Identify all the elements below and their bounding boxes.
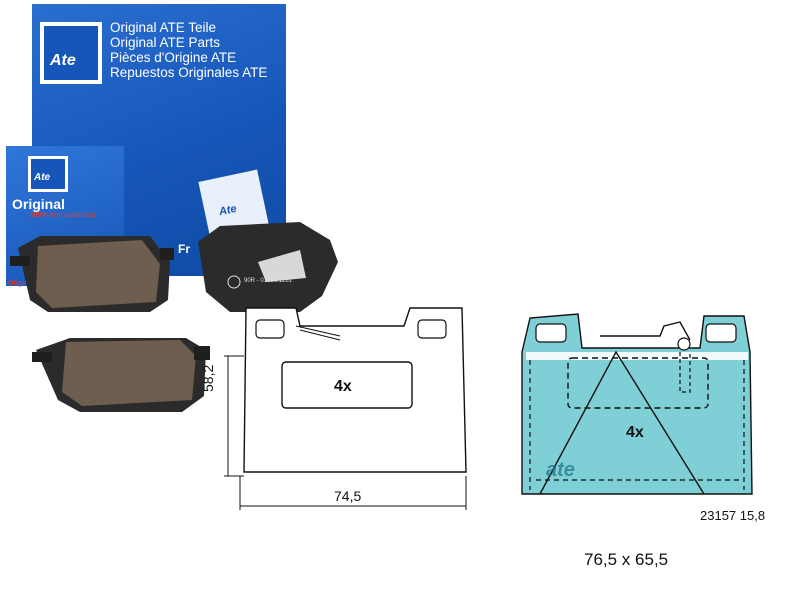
brake-pad-photo-2 <box>32 338 210 412</box>
part-number: 23157 <box>700 508 737 523</box>
front-label: Fr <box>178 242 190 256</box>
ate-logo-square: Ate <box>40 22 102 84</box>
ate-logo-text: Ate <box>50 52 76 69</box>
left-width-dim: 74,5 <box>334 488 362 504</box>
small-ate-logo: Ate <box>28 156 68 192</box>
box-line-2: Original ATE Parts <box>110 35 221 50</box>
pad-size: 76,5 x 65,5 <box>584 550 669 569</box>
box-line-4: Repuestos Originales ATE <box>110 65 268 80</box>
left-qty-label: 4x <box>334 378 352 395</box>
small-box-sub: 100% non asbestos <box>30 212 95 219</box>
small-ate-logo-text: Ate <box>34 172 51 183</box>
brake-pad-photo-3 <box>198 222 338 312</box>
right-qty-label: 4x <box>626 424 644 441</box>
brake-pad-photo-1 <box>10 236 174 312</box>
thickness: 15,8 <box>739 508 766 523</box>
small-box-red-text: Original <box>8 280 35 287</box>
svg-text:ate: ate <box>546 459 575 481</box>
part-number-line: 23157 15,8 <box>700 508 765 523</box>
pad-stamp: 90R - 01356/1281 <box>244 278 293 284</box>
box-line-3: Pièces d'Origine ATE <box>110 50 237 65</box>
box-text: Original ATE Teile Original ATE Parts Pi… <box>110 20 267 80</box>
box-line-1: Original ATE Teile <box>110 20 217 35</box>
small-box-label: Original <box>12 196 65 212</box>
